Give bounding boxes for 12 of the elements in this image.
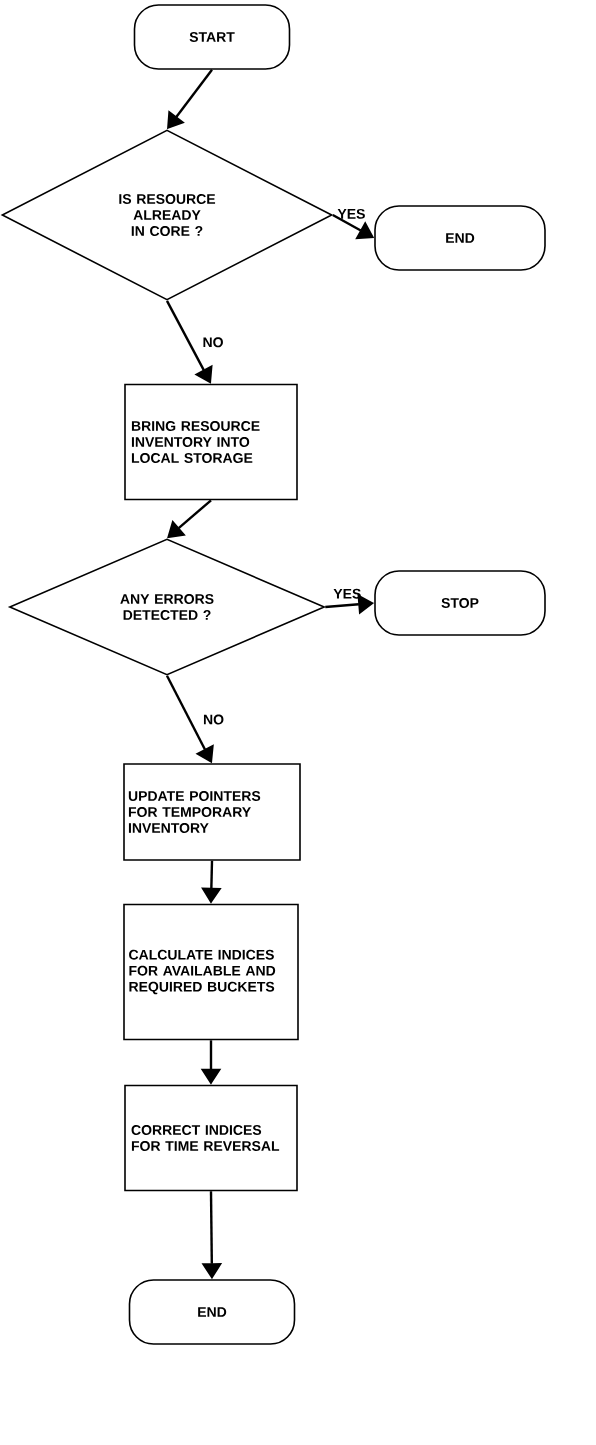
- edge-label: NO: [203, 337, 223, 348]
- process-box: UPDATE POINTERS FOR TEMPORARY INVENTORY: [123, 763, 301, 861]
- edge-label: YES: [333, 588, 361, 599]
- terminal-box: END: [374, 205, 546, 271]
- process-box: CORRECT INDICES FOR TIME REVERSAL: [124, 1084, 298, 1192]
- edge-label: YES: [337, 208, 365, 219]
- terminal-box: START: [133, 4, 291, 70]
- process-box: BRING RESOURCE INVENTORY INTO LOCAL STORAGE: [124, 383, 298, 501]
- edge-label: NO: [203, 714, 224, 725]
- process-box: CALCULATE INDICES FOR AVAILABLE AND REQUIRED BUCKETS: [123, 903, 299, 1041]
- terminal-box: END: [128, 1279, 296, 1345]
- terminal-box: STOP: [374, 570, 546, 636]
